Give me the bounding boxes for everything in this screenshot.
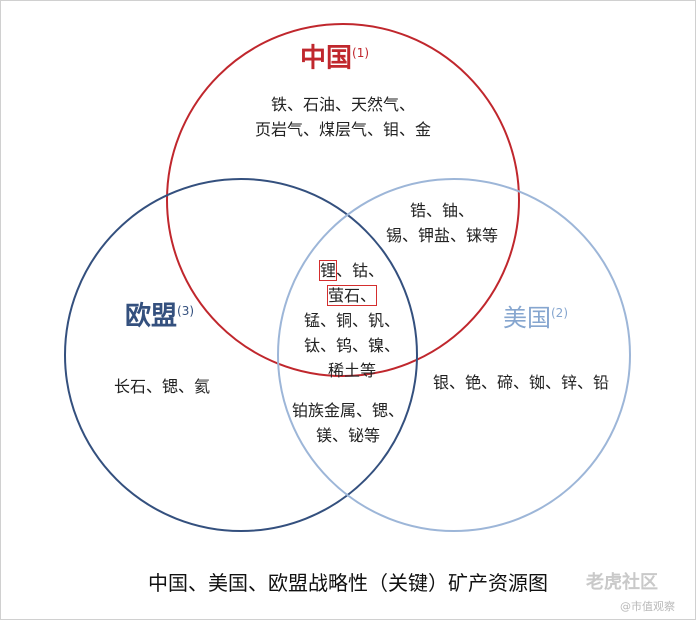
center-line-1-rest: 、钴、 xyxy=(336,261,385,280)
watermark-sub: @市值观察 xyxy=(620,600,675,613)
center-line-1: 锂、钴、 xyxy=(292,258,412,283)
usa-circle xyxy=(277,178,631,532)
china-circle xyxy=(166,23,520,377)
usa-name: 美国 xyxy=(503,304,551,332)
fluorite-highlight: 萤石、 xyxy=(326,285,378,306)
usa-title: 美国(2) xyxy=(503,298,568,333)
china-usa-region: 锆、铀、 锡、钾盐、铼等 xyxy=(372,198,512,248)
lithium-highlight: 锂 xyxy=(318,260,338,281)
eu-title: 欧盟(3) xyxy=(125,296,194,332)
china-usa-line-2: 锡、钾盐、铼等 xyxy=(385,226,498,245)
eu-usa-line-1: 铂族金属、锶、 xyxy=(291,401,404,420)
center-line-3: 锰、铜、钒、 xyxy=(303,311,400,330)
usa-only-region: 银、铯、碲、铷、锌、铅 xyxy=(416,370,626,395)
eu-only-region: 长石、锶、氦 xyxy=(102,374,222,399)
eu-note: (3) xyxy=(177,304,195,318)
eu-usa-region: 铂族金属、锶、 镁、铋等 xyxy=(278,398,418,448)
china-only-region: 铁、石油、天然气、 页岩气、煤层气、钼、金 xyxy=(243,92,443,142)
china-note: (1) xyxy=(352,46,370,60)
usa-only-line-1: 银、铯、碲、铷、锌、铅 xyxy=(432,373,609,392)
eu-name: 欧盟 xyxy=(125,301,178,332)
usa-note: (2) xyxy=(551,306,568,320)
eu-circle xyxy=(64,178,418,532)
center-line-5: 稀土等 xyxy=(327,361,376,380)
china-title: 中国(1) xyxy=(300,38,369,74)
center-line-4: 钛、钨、镍、 xyxy=(303,336,400,355)
diagram-caption: 中国、美国、欧盟战略性（关键）矿产资源图 xyxy=(148,571,548,595)
china-usa-line-1: 锆、铀、 xyxy=(409,201,474,220)
watermark-main: 老虎社区 xyxy=(586,572,658,593)
center-region: 锂、钴、 萤石、 锰、铜、钒、 钛、钨、镍、 稀土等 xyxy=(292,258,412,383)
china-only-line-1: 铁、石油、天然气、 xyxy=(270,95,415,114)
eu-only-line-1: 长石、锶、氦 xyxy=(113,377,210,396)
eu-usa-line-2: 镁、铋等 xyxy=(315,426,380,445)
china-only-line-2: 页岩气、煤层气、钼、金 xyxy=(254,120,431,139)
center-line-2: 萤石、 xyxy=(292,283,412,308)
china-name: 中国 xyxy=(300,43,353,74)
